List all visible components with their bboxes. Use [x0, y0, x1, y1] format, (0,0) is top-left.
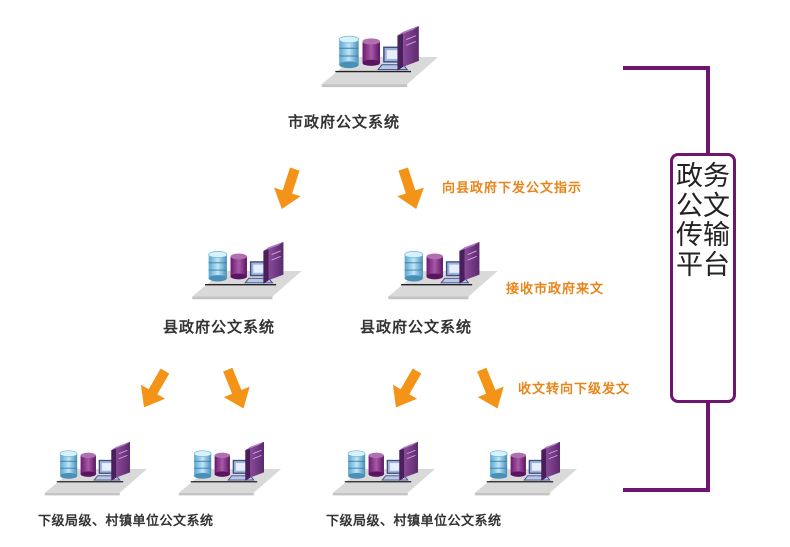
- platform-box: 政务公文传输平台: [670, 153, 736, 403]
- city-system-label: 市政府公文系统: [288, 113, 401, 131]
- issue-instruction-annotation: 向县政府下发公文指示: [442, 181, 583, 196]
- arrow-down-left-icon: [134, 363, 174, 415]
- server-workstation-icon: [44, 441, 148, 497]
- server-workstation-icon: [387, 241, 499, 300]
- arrow-down-right-icon: [216, 364, 256, 414]
- county-system-label-right: 县政府公文系统: [360, 318, 473, 336]
- receive-document-annotation: 接收市政府来文: [506, 282, 605, 297]
- server-workstation-icon: [474, 441, 578, 497]
- platform-bracket: [623, 66, 710, 492]
- server-workstation-icon: [332, 441, 436, 497]
- bottom-system-label-left: 下级局级、村镇单位公文系统: [38, 514, 214, 529]
- bottom-system-label-right: 下级局级、村镇单位公文系统: [326, 514, 502, 529]
- arrow-down-left-icon: [268, 164, 308, 214]
- platform-label: 政务公文传输平台: [676, 161, 730, 281]
- server-workstation-icon: [191, 241, 303, 300]
- server-workstation-icon: [321, 25, 439, 88]
- forward-document-annotation: 收文转向下级发文: [518, 382, 631, 397]
- server-workstation-icon: [178, 441, 282, 497]
- arrow-down-left-icon: [386, 363, 426, 415]
- county-system-label-left: 县政府公文系统: [163, 318, 276, 336]
- arrow-down-right-icon: [470, 364, 510, 414]
- arrow-down-right-icon: [390, 164, 430, 214]
